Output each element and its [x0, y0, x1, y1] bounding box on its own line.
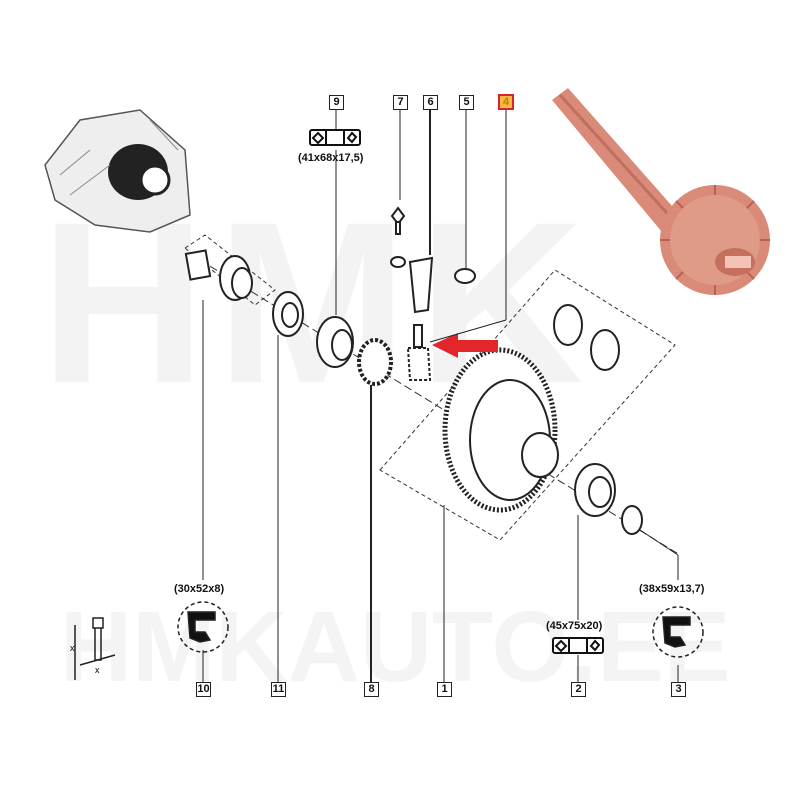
callout-5[interactable]: 5	[459, 95, 474, 110]
bolt-torque-symbol	[74, 617, 116, 680]
callout-11[interactable]: 11	[271, 682, 286, 697]
torque-x-label-2: x	[95, 665, 100, 675]
torque-x-label-1: x	[70, 643, 75, 653]
dimension-seal-10: (30x52x8)	[174, 583, 225, 595]
callout-8[interactable]: 8	[364, 682, 379, 697]
gearbox-thumbnail	[44, 109, 191, 233]
callout-9[interactable]: 9	[329, 95, 344, 110]
callout-4-highlighted[interactable]: 4	[498, 94, 514, 110]
callout-6[interactable]: 6	[423, 95, 438, 110]
seal-symbol-10	[177, 601, 229, 653]
seal-symbol-3	[652, 606, 704, 658]
callout-2[interactable]: 2	[571, 682, 586, 697]
dimension-bearing-2: (45x75x20)	[546, 620, 603, 632]
watermark-bottom: HMKAUTO.EE	[60, 591, 731, 703]
callout-1[interactable]: 1	[437, 682, 452, 697]
highlight-arrow	[432, 333, 498, 358]
speedometer-gear-photo	[552, 88, 770, 295]
callout-7[interactable]: 7	[393, 95, 408, 110]
callout-10[interactable]: 10	[196, 682, 211, 697]
callout-3[interactable]: 3	[671, 682, 686, 697]
dimension-bearing-9: (41x68x17,5)	[298, 152, 364, 164]
bearing-symbol-2	[552, 637, 604, 654]
bearing-symbol-9	[309, 129, 361, 146]
dimension-seal-3: (38x59x13,7)	[639, 583, 705, 595]
